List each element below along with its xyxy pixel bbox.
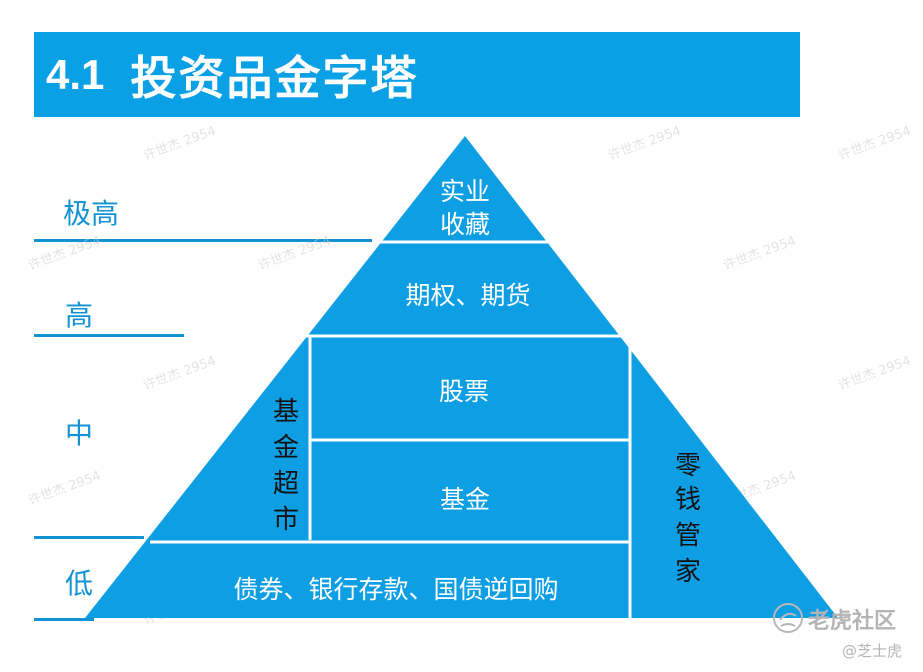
branding: 老虎社区 @芝士虎 — [773, 603, 902, 660]
level-label-high: 高 — [65, 299, 94, 332]
title-bar: 4.1 投资品金字塔 — [34, 32, 800, 117]
watermark: 许世杰 2954 — [836, 354, 913, 394]
fund-supermarket-char: 市 — [273, 505, 299, 535]
level-label-very-high: 极高 — [63, 197, 120, 230]
tiger-community-logo-icon — [773, 603, 803, 633]
pocket-money-char: 零 — [675, 451, 701, 481]
watermark: 许世杰 2954 — [26, 469, 103, 509]
watermark: 许世杰 2954 — [606, 124, 683, 164]
pocket-money-char: 家 — [675, 557, 701, 587]
watermark: 许世杰 2954 — [721, 234, 798, 274]
pyramid-shape — [85, 136, 838, 618]
tier-label-stocks: 股票 — [439, 377, 489, 406]
pyramid-dividers — [150, 240, 632, 618]
title-number: 4.1 — [46, 50, 105, 98]
level-label-medium: 中 — [65, 417, 94, 450]
pocket-money-char: 钱 — [675, 485, 701, 515]
brand-logo-text: 老虎社区 — [807, 608, 896, 634]
brand-handle: @芝士虎 — [842, 642, 902, 660]
level-divider — [34, 618, 94, 621]
watermark: 许世杰 2954 — [141, 354, 218, 394]
level-divider — [34, 536, 144, 539]
fund-supermarket-char: 基 — [273, 397, 299, 427]
tier-label-collectibles-line2: 收藏 — [440, 210, 490, 239]
watermark: 许世杰 2954 — [256, 234, 333, 274]
pocket-money-char: 管 — [675, 521, 701, 551]
watermark: 许世杰 2954 — [836, 124, 913, 164]
tier-label-funds: 基金 — [440, 485, 490, 514]
watermark: 许世杰 2954 — [26, 234, 103, 274]
tier-label-low-risk: 债券、银行存款、国债逆回购 — [233, 575, 558, 604]
level-divider — [34, 334, 184, 337]
level-label-low: 低 — [65, 567, 94, 600]
fund-supermarket-char: 超 — [273, 469, 299, 499]
level-divider — [34, 239, 372, 242]
watermark: 许世杰 2954 — [141, 124, 218, 164]
tier-label-options-futures: 期权、期货 — [405, 281, 530, 310]
tier-label-collectibles-line1: 实业 — [440, 177, 490, 206]
page-title: 投资品金字塔 — [130, 50, 419, 105]
fund-supermarket-char: 金 — [273, 433, 299, 463]
